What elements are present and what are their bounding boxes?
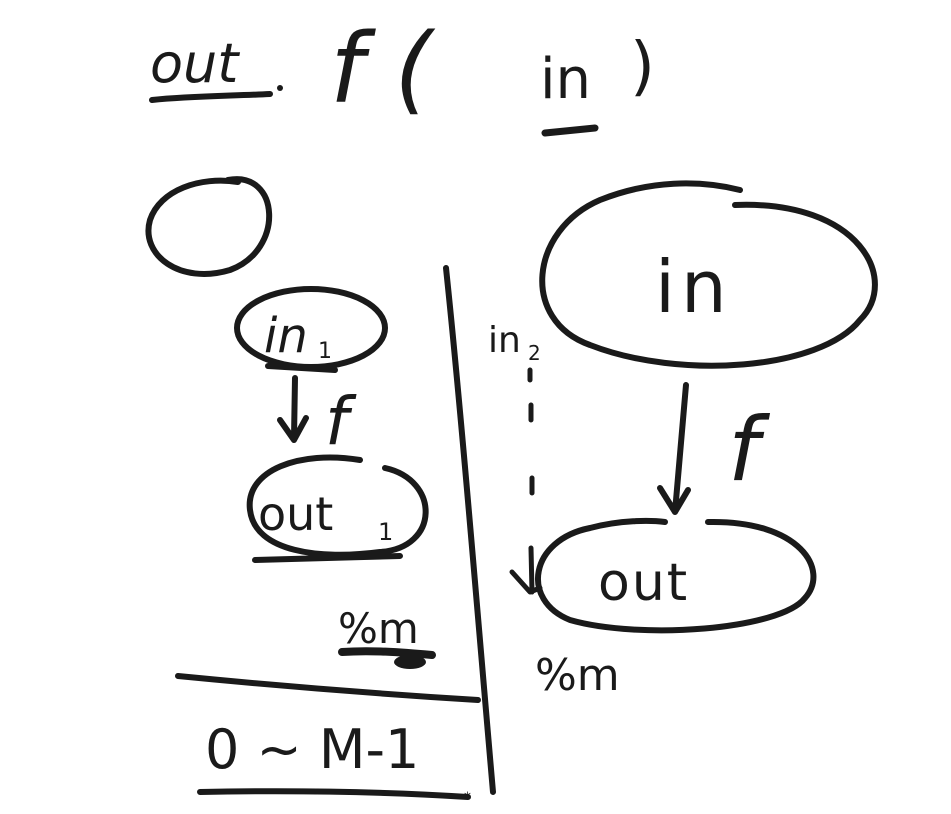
left-input-underline xyxy=(265,363,338,373)
header-dot xyxy=(277,85,283,91)
middle-dashed-arrow xyxy=(509,367,543,595)
header-in-label: in xyxy=(540,47,591,112)
header-formula: out f ( in ) xyxy=(149,13,655,137)
header-in-underline xyxy=(541,124,599,137)
right-output-label: out xyxy=(598,553,689,613)
right-arrow-down xyxy=(657,382,691,515)
left-mod-underline xyxy=(338,647,436,659)
left-arrow-down xyxy=(277,375,309,443)
middle-input-label: in xyxy=(488,320,521,361)
left-input-subscript: 1 xyxy=(318,339,332,364)
left-function-label: f xyxy=(325,383,357,460)
header-function: f ( xyxy=(330,13,435,125)
vertical-divider xyxy=(443,265,496,795)
header-out-underline xyxy=(149,91,273,103)
empty-circle xyxy=(145,176,273,277)
corner-mark: * xyxy=(464,790,471,806)
left-mod-label: %m xyxy=(338,604,419,653)
right-input-label: in xyxy=(655,245,733,329)
left-horizontal-divider xyxy=(175,673,481,703)
middle-mod-label: %m xyxy=(535,650,620,701)
middle-column: in 2 %m xyxy=(488,320,620,701)
right-output-ellipse xyxy=(535,517,817,634)
left-input-label: in xyxy=(264,308,308,364)
left-input-ellipse xyxy=(234,286,388,370)
header-close-paren: ) xyxy=(630,30,655,104)
left-panel: in 1 f out 1 %m 0 ~ M-1 xyxy=(175,286,481,800)
right-panel: in f out xyxy=(535,180,878,634)
left-output-underline xyxy=(252,553,403,563)
header-out-label: out xyxy=(150,32,240,95)
right-function-label: f xyxy=(728,398,771,501)
left-range-underline xyxy=(197,788,471,800)
left-output-ellipse xyxy=(246,454,429,558)
left-range-label: 0 ~ M-1 xyxy=(205,718,419,781)
middle-input-subscript: 2 xyxy=(528,341,541,365)
left-mod-blot xyxy=(394,655,426,669)
right-input-ellipse xyxy=(539,180,878,369)
left-output-subscript: 1 xyxy=(378,518,393,546)
left-output-label: out xyxy=(258,487,333,541)
